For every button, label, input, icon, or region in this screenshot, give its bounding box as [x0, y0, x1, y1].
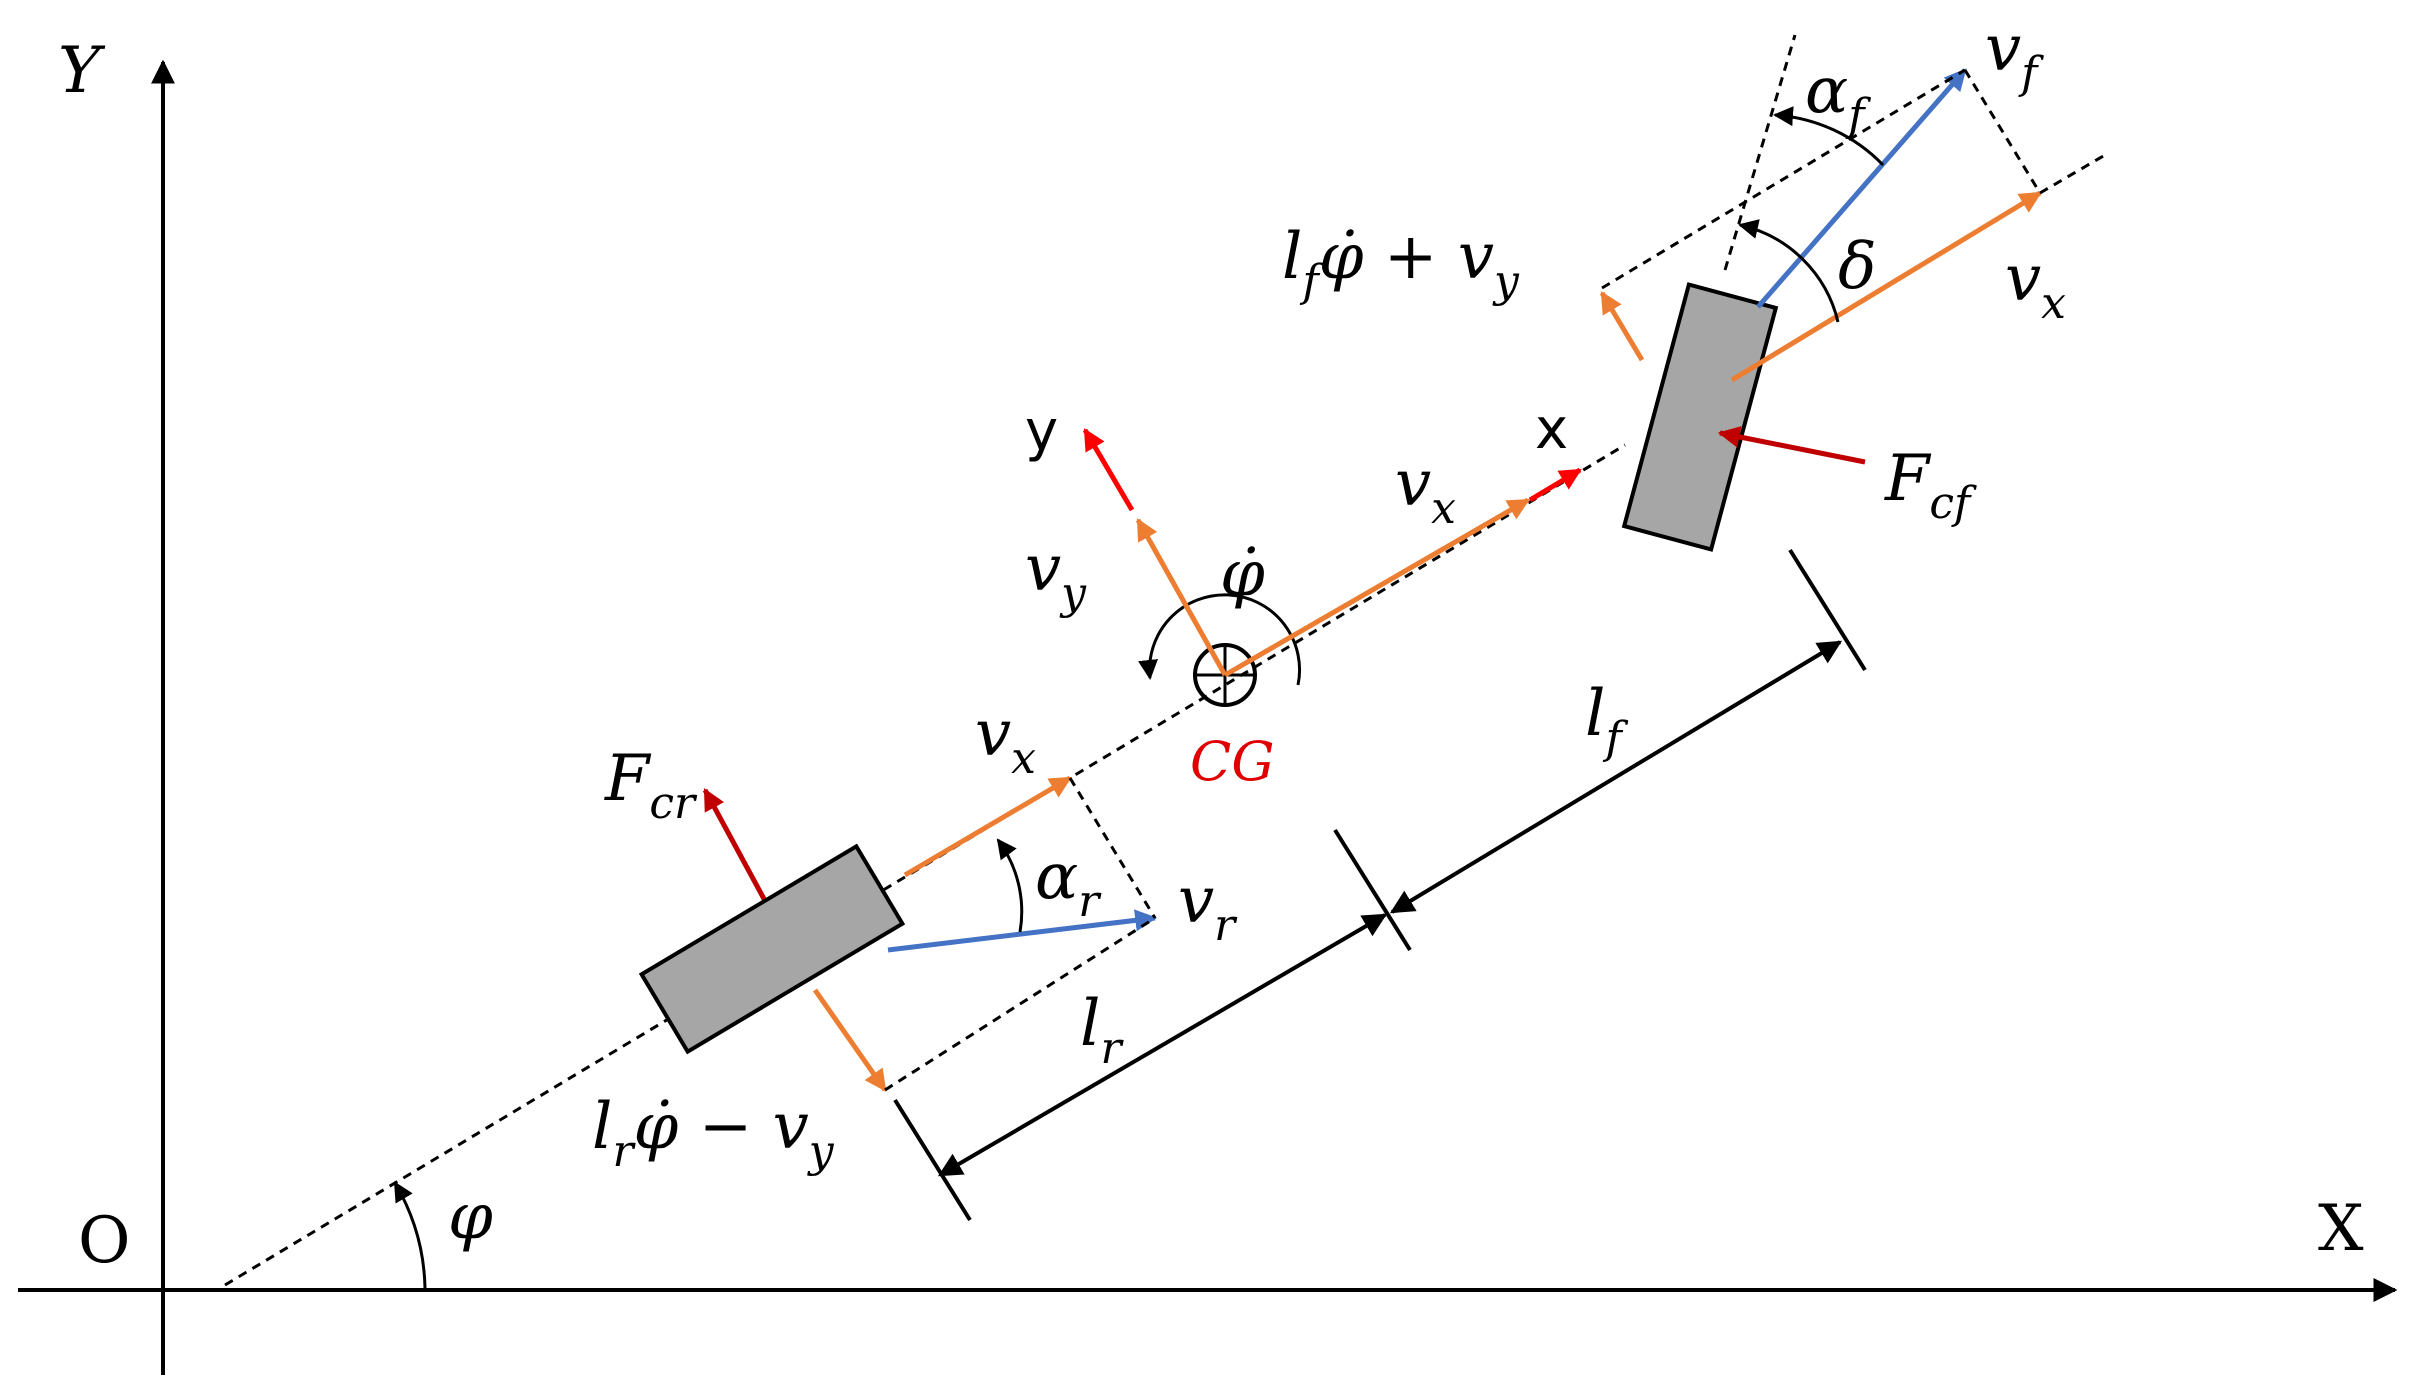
- heading-angle: φ: [393, 1180, 493, 1289]
- front-vx-extension-dash: [2039, 153, 2106, 195]
- cg-vy-label: vy: [1025, 532, 1087, 619]
- rear-wheel-group: Fcr vx vr αr lrφ̇ − vy: [592, 697, 1238, 1177]
- origin-label: O: [78, 1204, 130, 1278]
- rear-distance-dim: [937, 913, 1388, 1177]
- cg-vx-label: vx: [1395, 447, 1456, 534]
- front-vx-label: vx: [2005, 242, 2066, 329]
- rear-vx-arrow: [903, 775, 1072, 878]
- heading-angle-arc: [393, 1181, 427, 1289]
- global-axes: O X Y: [18, 34, 2398, 1375]
- front-slip-angle-label: αf: [1805, 54, 1871, 141]
- yaw-rate-label: φ̇: [1220, 537, 1265, 611]
- rear-force-arrow: [702, 788, 773, 912]
- yaw-rate: φ̇: [1138, 537, 1302, 686]
- rear-projection-dash-1: [1068, 777, 1157, 919]
- rear-force-label: Fcr: [604, 742, 698, 829]
- front-resultant-arrow: [1756, 68, 1967, 309]
- front-distance-dim: [1389, 640, 1843, 914]
- front-projection-dash-2: [1963, 69, 2042, 194]
- cg-vx-arrow: [1223, 497, 1530, 678]
- front-projection-dash-1: [1601, 68, 1966, 290]
- front-steer-angle-label: δ: [1838, 230, 1877, 304]
- rear-slip-angle-label: αr: [1035, 840, 1102, 927]
- y-axis-label: Y: [58, 34, 106, 108]
- body-velocity-vectors: x y vx vy: [1025, 397, 1582, 678]
- front-lateral-label: lfφ̇ + vy: [1282, 220, 1520, 307]
- body-x-label: x: [1535, 397, 1568, 462]
- cg-vy-arrow: [1135, 518, 1228, 677]
- front-wheel-heading-dash: [1723, 34, 1797, 271]
- front-tire: [1621, 282, 1779, 552]
- heading-angle-label: φ: [448, 1180, 493, 1254]
- front-lateral-arrow: [1599, 291, 1645, 362]
- yaw-rate-arc: [1138, 593, 1302, 686]
- front-wheel-group: Fcf vx vf αf δ lfφ̇ + vy: [1282, 12, 2106, 552]
- front-velocity-label: vf: [1985, 12, 2044, 99]
- front-dim-tick: [1788, 548, 1867, 672]
- front-slip-angle-arc: [1773, 106, 1885, 167]
- cg-label: CG: [1190, 730, 1274, 793]
- front-force-arrow: [1717, 426, 1866, 465]
- x-axis-label: X: [2318, 1192, 2364, 1266]
- rear-slip-angle-arc: [996, 838, 1024, 933]
- rear-lateral-arrow: [812, 988, 888, 1092]
- body-y-label: y: [1025, 399, 1058, 464]
- rear-tire: [638, 843, 906, 1055]
- body-x-axis-arrow: [1528, 467, 1582, 503]
- rear-distance-label: lr: [1080, 987, 1124, 1074]
- body-y-axis-arrow: [1082, 428, 1135, 512]
- rear-dim-tick: [893, 1098, 972, 1222]
- front-steer-angle-arc: [1738, 219, 1840, 323]
- front-force-label: Fcf: [1884, 442, 1977, 529]
- front-vx-arrow: [1730, 190, 2042, 383]
- center-of-gravity: CG: [1190, 643, 1274, 793]
- rear-velocity-label: vr: [1178, 864, 1238, 951]
- mid-dim-tick: [1333, 828, 1412, 952]
- front-distance-label: lf: [1585, 677, 1628, 764]
- rear-lateral-label: lrφ̇ − vy: [592, 1090, 835, 1177]
- rear-vx-label: vx: [975, 697, 1036, 784]
